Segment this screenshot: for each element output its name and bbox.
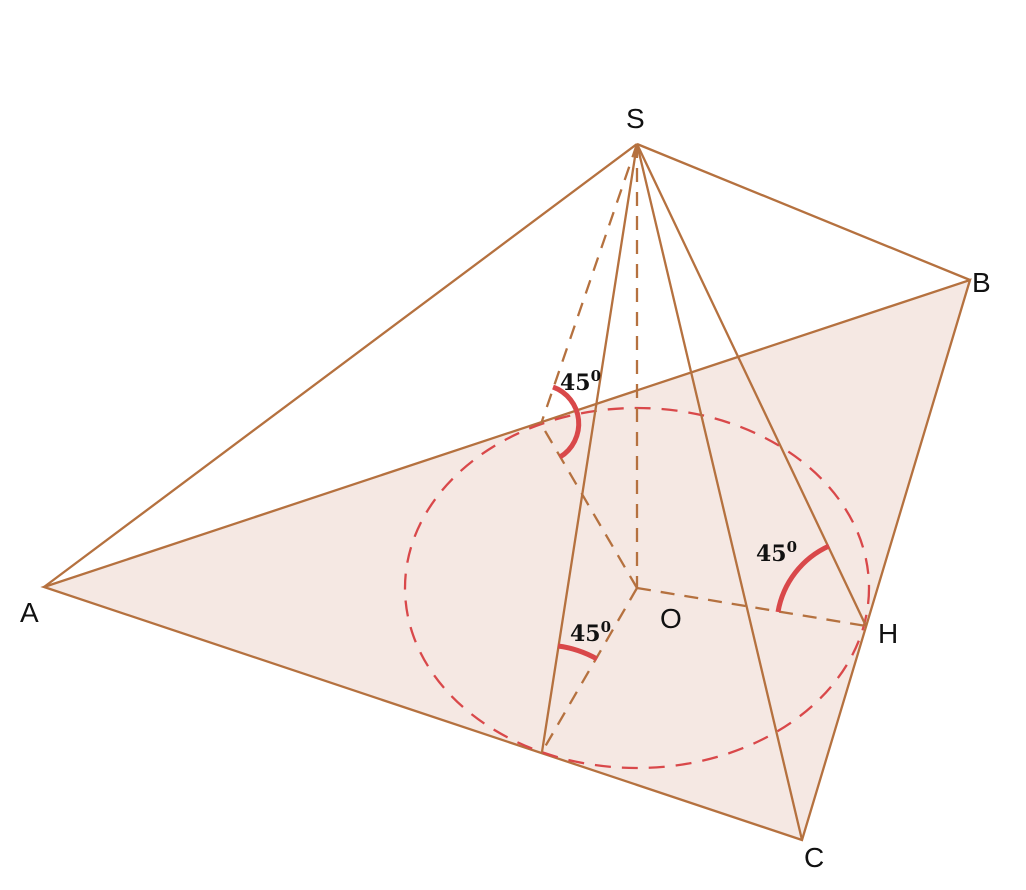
dashed-oh: [636, 586, 867, 628]
edge-sb: [636, 142, 971, 282]
angle-label-ac: 450: [570, 618, 611, 647]
edge-sa: [43, 143, 638, 588]
label-a: A: [20, 597, 39, 628]
dashed-s-tangent-ab: [539, 143, 639, 425]
edge-s-tangent-ac: [540, 143, 639, 753]
angle-arc-h: [775, 543, 831, 613]
dashed-o-tangent-ac: [541, 587, 638, 753]
label-h: H: [878, 618, 898, 649]
edge-sc: [635, 143, 804, 841]
angle-label-h: 450: [756, 538, 797, 567]
angle-arc-ac: [557, 643, 599, 662]
angle-label-ab: 450: [560, 367, 601, 396]
label-b: B: [972, 267, 991, 298]
angle-arc-ab: [552, 384, 582, 460]
label-s: S: [626, 103, 645, 134]
dashed-o-tangent-ab: [540, 423, 638, 589]
label-o: O: [660, 603, 682, 634]
base-triangle-abc: [40, 278, 972, 842]
label-c: C: [804, 842, 824, 873]
